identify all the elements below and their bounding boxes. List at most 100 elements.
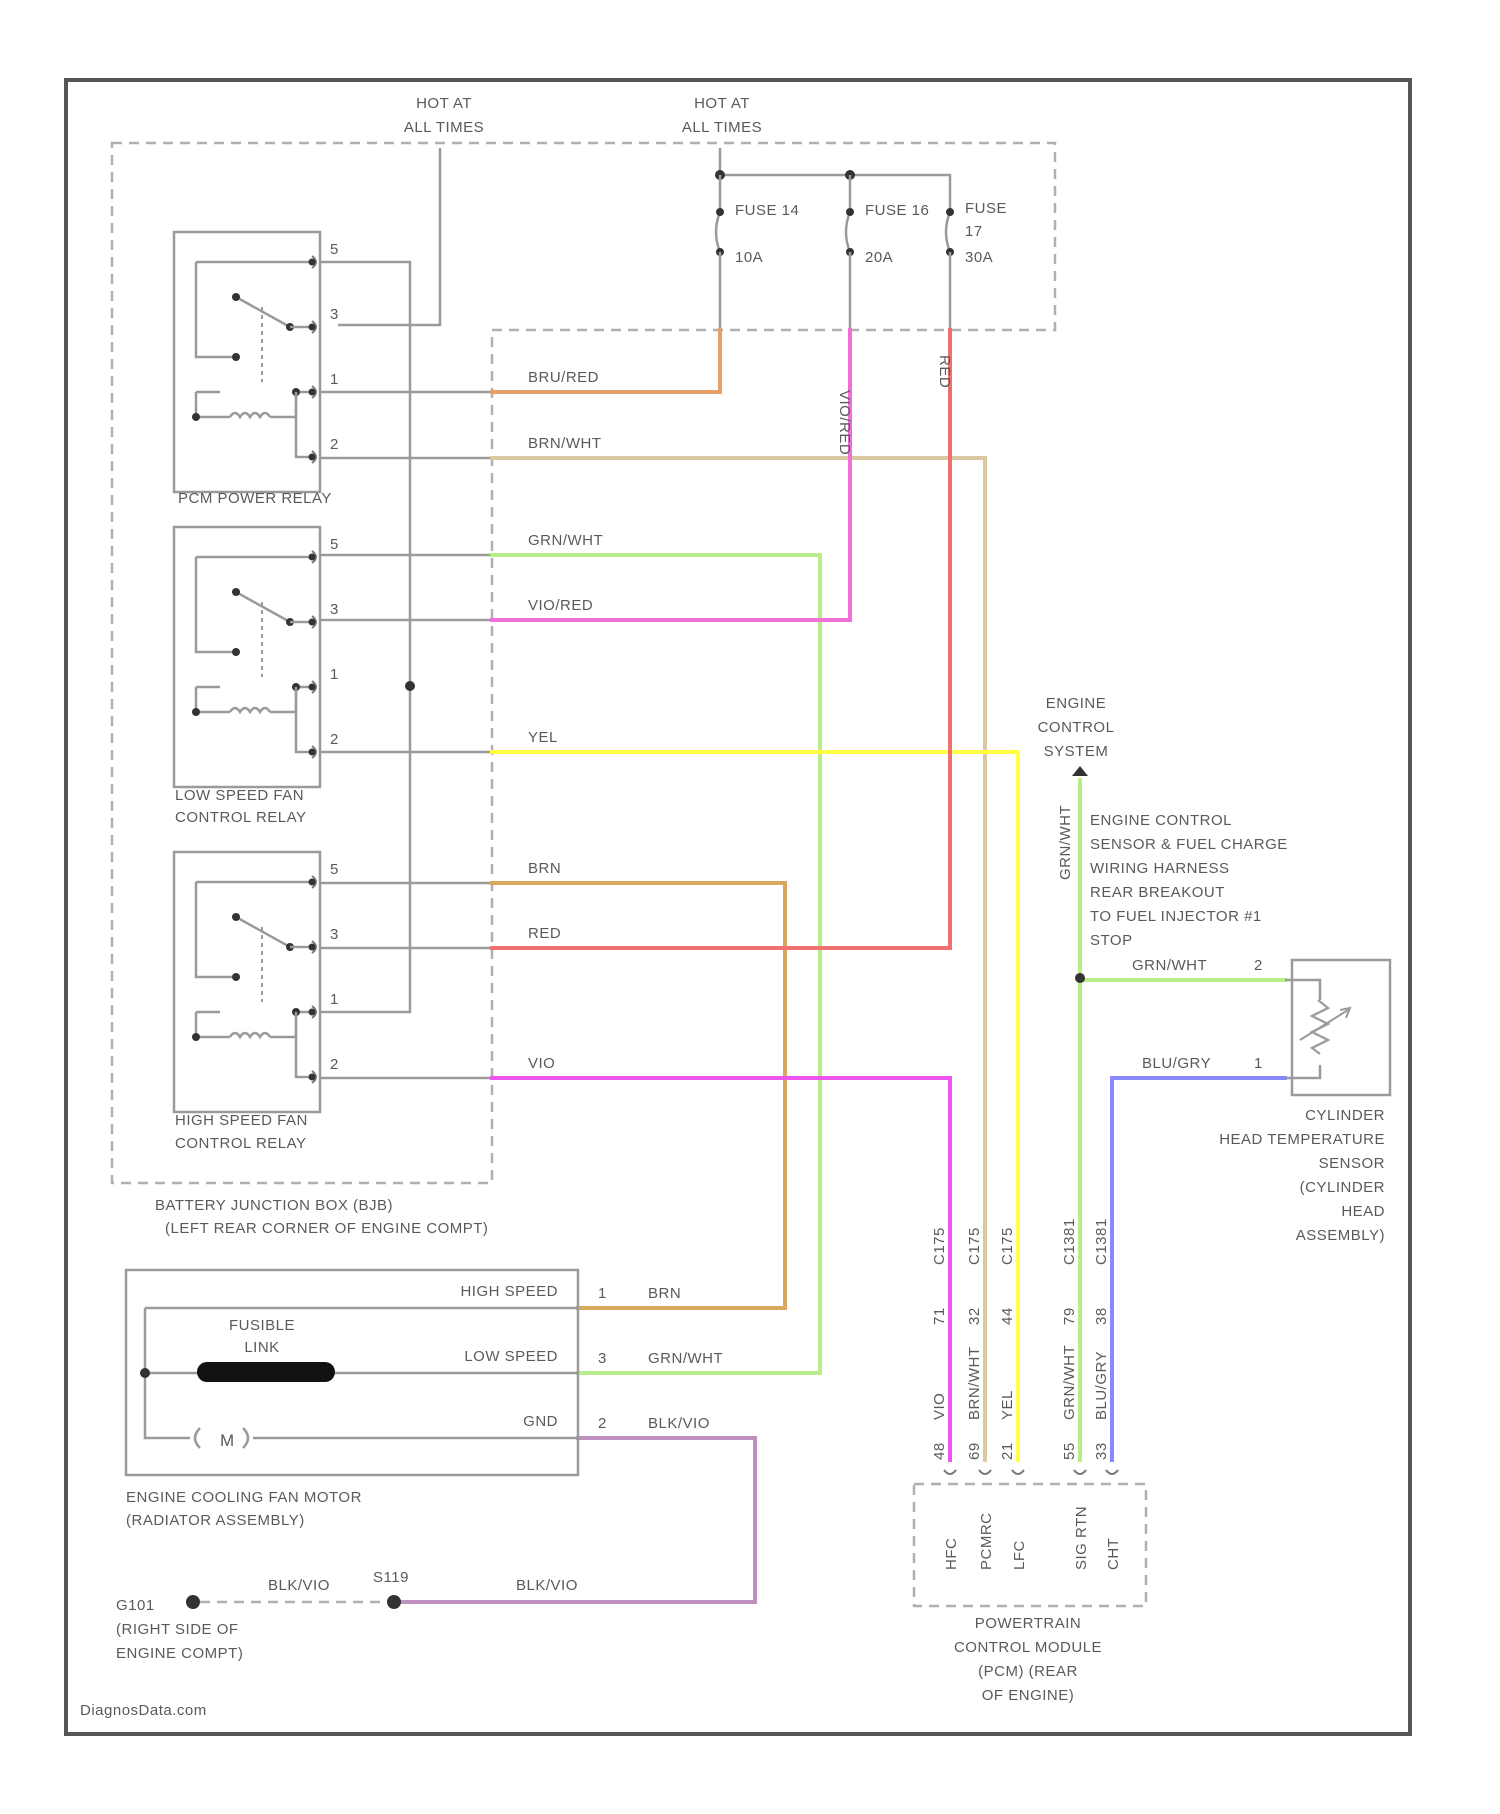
ground-label-2: (RIGHT SIDE OF <box>116 1621 239 1638</box>
label-bru-red: BRU/RED <box>528 369 599 386</box>
bjb-caption-2: (LEFT REAR CORNER OF ENGINE COMPT) <box>165 1220 488 1237</box>
relay-pin-p5: 5 <box>330 536 339 553</box>
label-vio-red: VIO/RED <box>528 597 593 614</box>
pcm-power-relay: 5 3 1 2 <box>174 232 339 492</box>
low-relay-caption-1: LOW SPEED FAN <box>175 787 304 804</box>
pcm-pin-number: 44 <box>999 1307 1016 1325</box>
fan-gnd-label: GND <box>523 1413 558 1430</box>
relay-pin-p5: 5 <box>330 241 339 258</box>
pcm-connector-label: C1381 <box>1061 1218 1078 1265</box>
label-yel: YEL <box>528 729 558 746</box>
motor-symbol: M <box>220 1431 235 1450</box>
high-relay-caption-2: CONTROL RELAY <box>175 1135 307 1152</box>
pcm-connector-label: C175 <box>999 1227 1016 1265</box>
pcm-pin-wire-label: GRN/WHT <box>1061 1345 1078 1420</box>
relay-switch <box>236 917 290 947</box>
wire-red <box>320 330 950 948</box>
ground-circuit <box>186 1595 401 1609</box>
relay-pin-p1: 1 <box>330 666 339 683</box>
ecs-splice-node <box>1075 973 1085 983</box>
cht-caption-4: (CYLINDER <box>1300 1179 1385 1196</box>
wire-grn-wht-low <box>320 555 820 1373</box>
relay-bus-node <box>405 681 415 691</box>
pcm-pin-terminal: 55 <box>1061 1442 1078 1460</box>
diagram-frame <box>66 80 1410 1734</box>
relay-pin-p2: 2 <box>330 436 339 453</box>
relay-pin-p3: 3 <box>330 306 339 323</box>
cht-caption-5: HEAD <box>1341 1203 1385 1220</box>
ground-wire-label: BLK/VIO <box>268 1577 330 1594</box>
pcm-signal-label: CHT <box>1105 1538 1122 1570</box>
fuse14-amp: 10A <box>735 249 763 266</box>
relay-switch <box>236 592 290 622</box>
fan-caption-2: (RADIATOR ASSEMBLY) <box>126 1512 305 1529</box>
pcm-pin-number: 71 <box>931 1307 948 1325</box>
pcm-terminal <box>1106 1470 1118 1474</box>
ecs-note-4: REAR BREAKOUT <box>1090 884 1225 901</box>
pcm-caption-1: POWERTRAIN <box>975 1615 1081 1632</box>
fan-wire-grn-wht-label: GRN/WHT <box>648 1350 723 1367</box>
ecs-note-3: WIRING HARNESS <box>1090 860 1230 877</box>
pcm-pin-terminal: 69 <box>966 1442 983 1460</box>
relay-pin-p3: 3 <box>330 926 339 943</box>
hot-label-2b: ALL TIMES <box>682 119 762 136</box>
relay-pin-p2: 2 <box>330 1056 339 1073</box>
pcm-connector-label: C175 <box>966 1227 983 1265</box>
label-grn-wht-vertical: GRN/WHT <box>1057 805 1074 880</box>
hot-label-1a: HOT AT <box>416 95 472 112</box>
label-red: RED <box>528 925 561 942</box>
cht-pin-1: 1 <box>1254 1055 1263 1072</box>
low-relay-caption-2: CONTROL RELAY <box>175 809 307 826</box>
ecs-note-2: SENSOR & FUEL CHARGE <box>1090 836 1288 853</box>
fan-pin-1: 1 <box>598 1285 607 1302</box>
pcm-pin-wire-label: BLU/GRY <box>1093 1351 1110 1420</box>
fusible-link-label-2: LINK <box>244 1339 279 1356</box>
fuse14-label: FUSE 14 <box>735 202 799 219</box>
splice-wire-label: BLK/VIO <box>516 1577 578 1594</box>
pcm-caption-3: (PCM) (REAR <box>978 1663 1078 1680</box>
hot-feed-1 <box>338 148 440 325</box>
cht-pin-2: 2 <box>1254 957 1263 974</box>
cht-caption-3: SENSOR <box>1319 1155 1385 1172</box>
fuse17-label-a: FUSE <box>965 200 1007 217</box>
fan-motor-assembly: M <box>126 1270 578 1475</box>
ecs-arrow <box>1072 766 1088 776</box>
relay-pin-p5: 5 <box>330 861 339 878</box>
label-grn-wht-sensor: GRN/WHT <box>1132 957 1207 974</box>
ground-label-1: G101 <box>116 1597 155 1614</box>
hot-label-2a: HOT AT <box>694 95 750 112</box>
fan-pin-3: 3 <box>598 1350 607 1367</box>
fuse-17 <box>946 208 954 256</box>
pcm-caption-4: OF ENGINE) <box>982 1687 1075 1704</box>
relay-pin-p1: 1 <box>330 371 339 388</box>
label-red-vertical: RED <box>936 355 953 388</box>
fan-wire-brn-label: BRN <box>648 1285 681 1302</box>
pcm-pin-wire-label: VIO <box>931 1393 948 1420</box>
pcm-relay-caption: PCM POWER RELAY <box>178 490 332 507</box>
cht-sensor <box>1285 960 1390 1095</box>
pcm-terminal <box>979 1470 991 1474</box>
pcm-pin-number: 38 <box>1093 1307 1110 1325</box>
relay-switch <box>236 297 290 327</box>
pcm-signal-label: LFC <box>1011 1540 1028 1570</box>
relays-group: 531253125312 <box>174 232 339 1112</box>
pcm-pin-labels: C17571VIO48HFCC17532BRN/WHT69PCMRCC17544… <box>931 1218 1122 1570</box>
fan-high-speed-label: HIGH SPEED <box>460 1283 558 1300</box>
ecs-title-1: ENGINE <box>1046 695 1107 712</box>
pcm-terminal <box>1074 1470 1086 1474</box>
pcm-terminal <box>1012 1470 1024 1474</box>
pcm-caption-2: CONTROL MODULE <box>954 1639 1102 1656</box>
fan-low-speed-label: LOW SPEED <box>464 1348 558 1365</box>
label-blu-gry: BLU/GRY <box>1142 1055 1211 1072</box>
fan-pin-2: 2 <box>598 1415 607 1432</box>
fuse16-label: FUSE 16 <box>865 202 929 219</box>
fuse17-amp: 30A <box>965 249 993 266</box>
pcm-pin-terminal: 48 <box>931 1442 948 1460</box>
pcm-pin-terminal: 33 <box>1093 1442 1110 1460</box>
ecs-title-2: CONTROL <box>1038 719 1115 736</box>
fuse-16 <box>846 175 854 256</box>
ecs-title-3: SYSTEM <box>1044 743 1109 760</box>
relay-pin-p2: 2 <box>330 731 339 748</box>
ecs-note-5: TO FUEL INJECTOR #1 <box>1090 908 1262 925</box>
